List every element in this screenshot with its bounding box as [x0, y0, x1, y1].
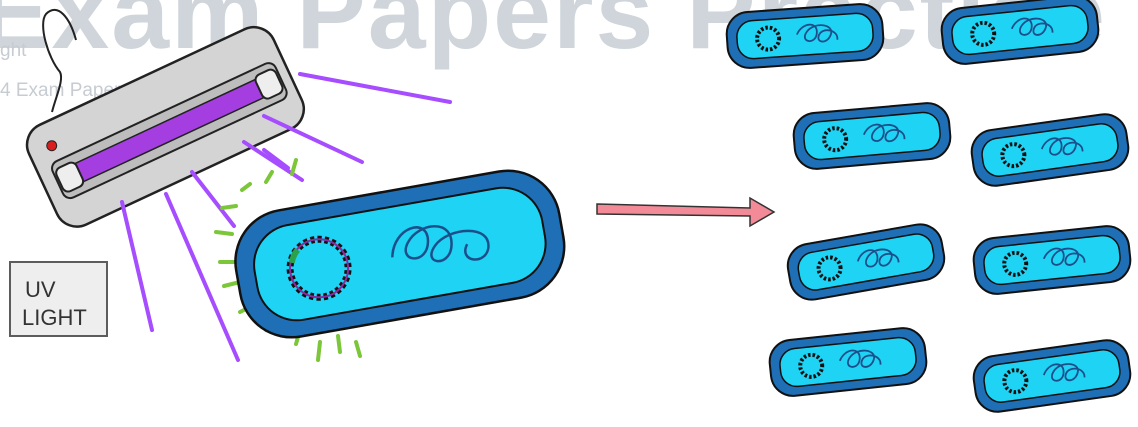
label-line-uv: UV: [25, 277, 56, 302]
bacteria-population: [723, 0, 1136, 417]
uv-rays: [120, 72, 452, 362]
bacterium-icon: [782, 218, 950, 306]
uv-lamp-icon: [25, 8, 306, 228]
watermark-copyright: ght: [0, 40, 27, 61]
bacterium-icon: [789, 99, 955, 173]
bacterium-icon: [937, 0, 1103, 68]
bacterium-icon: [966, 109, 1134, 191]
bacterium-icon: [968, 335, 1136, 417]
bacterium-icon: [723, 0, 887, 72]
arrow-right-icon: [596, 196, 776, 228]
bacterium-icon: [969, 222, 1135, 298]
mutated-bacterium-icon: [234, 169, 566, 339]
label-line-light: LIGHT: [22, 305, 87, 330]
bacterium-icon: [765, 324, 931, 400]
uv-light-label: UV LIGHT: [9, 261, 108, 337]
